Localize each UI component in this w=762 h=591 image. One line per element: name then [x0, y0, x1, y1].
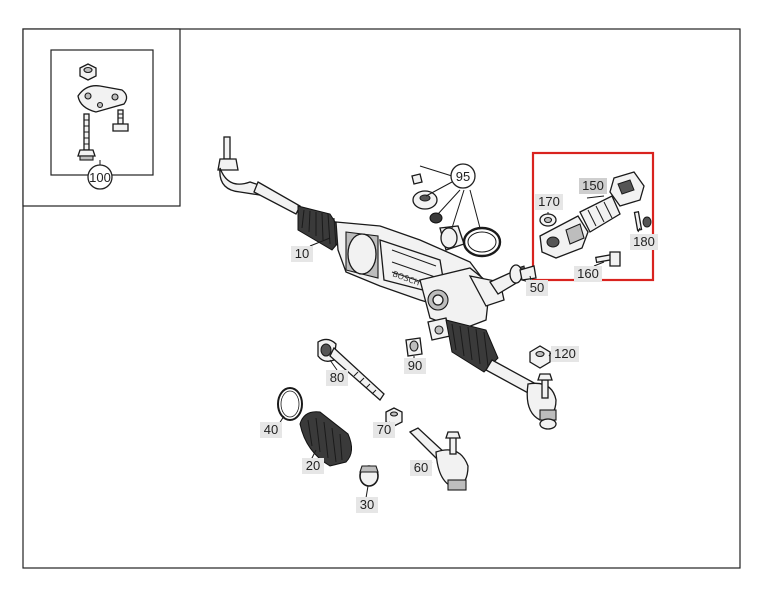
callout-label-90: 90: [408, 358, 422, 373]
part-50-coupling: [509, 264, 537, 285]
callout-label-50: 50: [530, 280, 544, 295]
callout-label-160: 160: [577, 266, 599, 281]
part-95-cluster: 95: [411, 163, 502, 258]
callout-100: 100: [87, 160, 113, 190]
part-120-nut: [529, 345, 551, 369]
part-95-bolt: [411, 173, 423, 185]
part-90-bushing: [405, 337, 423, 357]
callout-40: 40: [260, 422, 282, 438]
part-150-lower-yoke: [539, 215, 589, 259]
rack-housing: BOSCH: [335, 221, 527, 341]
inset-short-bolt: [112, 109, 129, 132]
callout-160: 160: [574, 266, 602, 282]
diagram-frame: [22, 28, 741, 569]
part-95-cup: [439, 225, 465, 251]
callout-label-95: 95: [456, 169, 470, 184]
callout-label-40: 40: [264, 422, 278, 437]
callout-150: 150: [579, 178, 607, 194]
callout-70: 70: [373, 422, 395, 438]
left-tie-rod-end: [217, 136, 301, 215]
callout-label-100: 100: [89, 170, 111, 185]
part-150-intermediate-shaft: [539, 171, 645, 259]
callout-label-80: 80: [330, 370, 344, 385]
callout-20: 20: [302, 458, 324, 474]
callout-10: 10: [291, 246, 313, 262]
inset-long-bolt: [77, 113, 96, 161]
callout-label-150: 150: [582, 178, 604, 193]
callout-label-180: 180: [633, 234, 655, 249]
part-95-bushing: [412, 190, 438, 210]
callout-95: 95: [450, 163, 476, 189]
inset-panel-100: 100: [22, 28, 181, 207]
part-160-bolt: [595, 251, 621, 267]
part-60-tie-rod-end: [408, 427, 469, 491]
callout-label-20: 20: [306, 458, 320, 473]
part-30-clamp: [359, 465, 379, 487]
callout-170: 170: [535, 194, 563, 210]
callout-120: 120: [551, 346, 579, 362]
callout-30: 30: [356, 497, 378, 513]
callout-60: 60: [410, 460, 432, 476]
inset-nut: [79, 63, 97, 81]
part-95-spring: [429, 212, 443, 224]
part-95-clamp-ring: [462, 226, 502, 258]
callout-50: 50: [526, 280, 548, 296]
part-40-clamp: [277, 387, 303, 421]
part-20-boot: [299, 411, 352, 467]
callout-80: 80: [326, 370, 348, 386]
part-170-nut: [539, 213, 557, 227]
right-tie-rod-end: [485, 359, 557, 430]
callout-label-30: 30: [360, 497, 374, 512]
callout-180: 180: [630, 234, 658, 250]
callout-label-120: 120: [554, 346, 576, 361]
callout-label-60: 60: [414, 460, 428, 475]
part-80-inner-tie-rod: [317, 338, 385, 401]
callout-label-70: 70: [377, 422, 391, 437]
inset-bracket-plate: [77, 85, 128, 113]
part-150-shaft: [579, 195, 621, 233]
callout-label-10: 10: [295, 246, 309, 261]
part-150-upper-joint: [609, 171, 645, 207]
steering-rack-10: BOSCH: [217, 136, 557, 430]
part-180-bolt: [633, 211, 652, 231]
callout-90: 90: [404, 358, 426, 374]
callout-label-170: 170: [538, 194, 560, 209]
